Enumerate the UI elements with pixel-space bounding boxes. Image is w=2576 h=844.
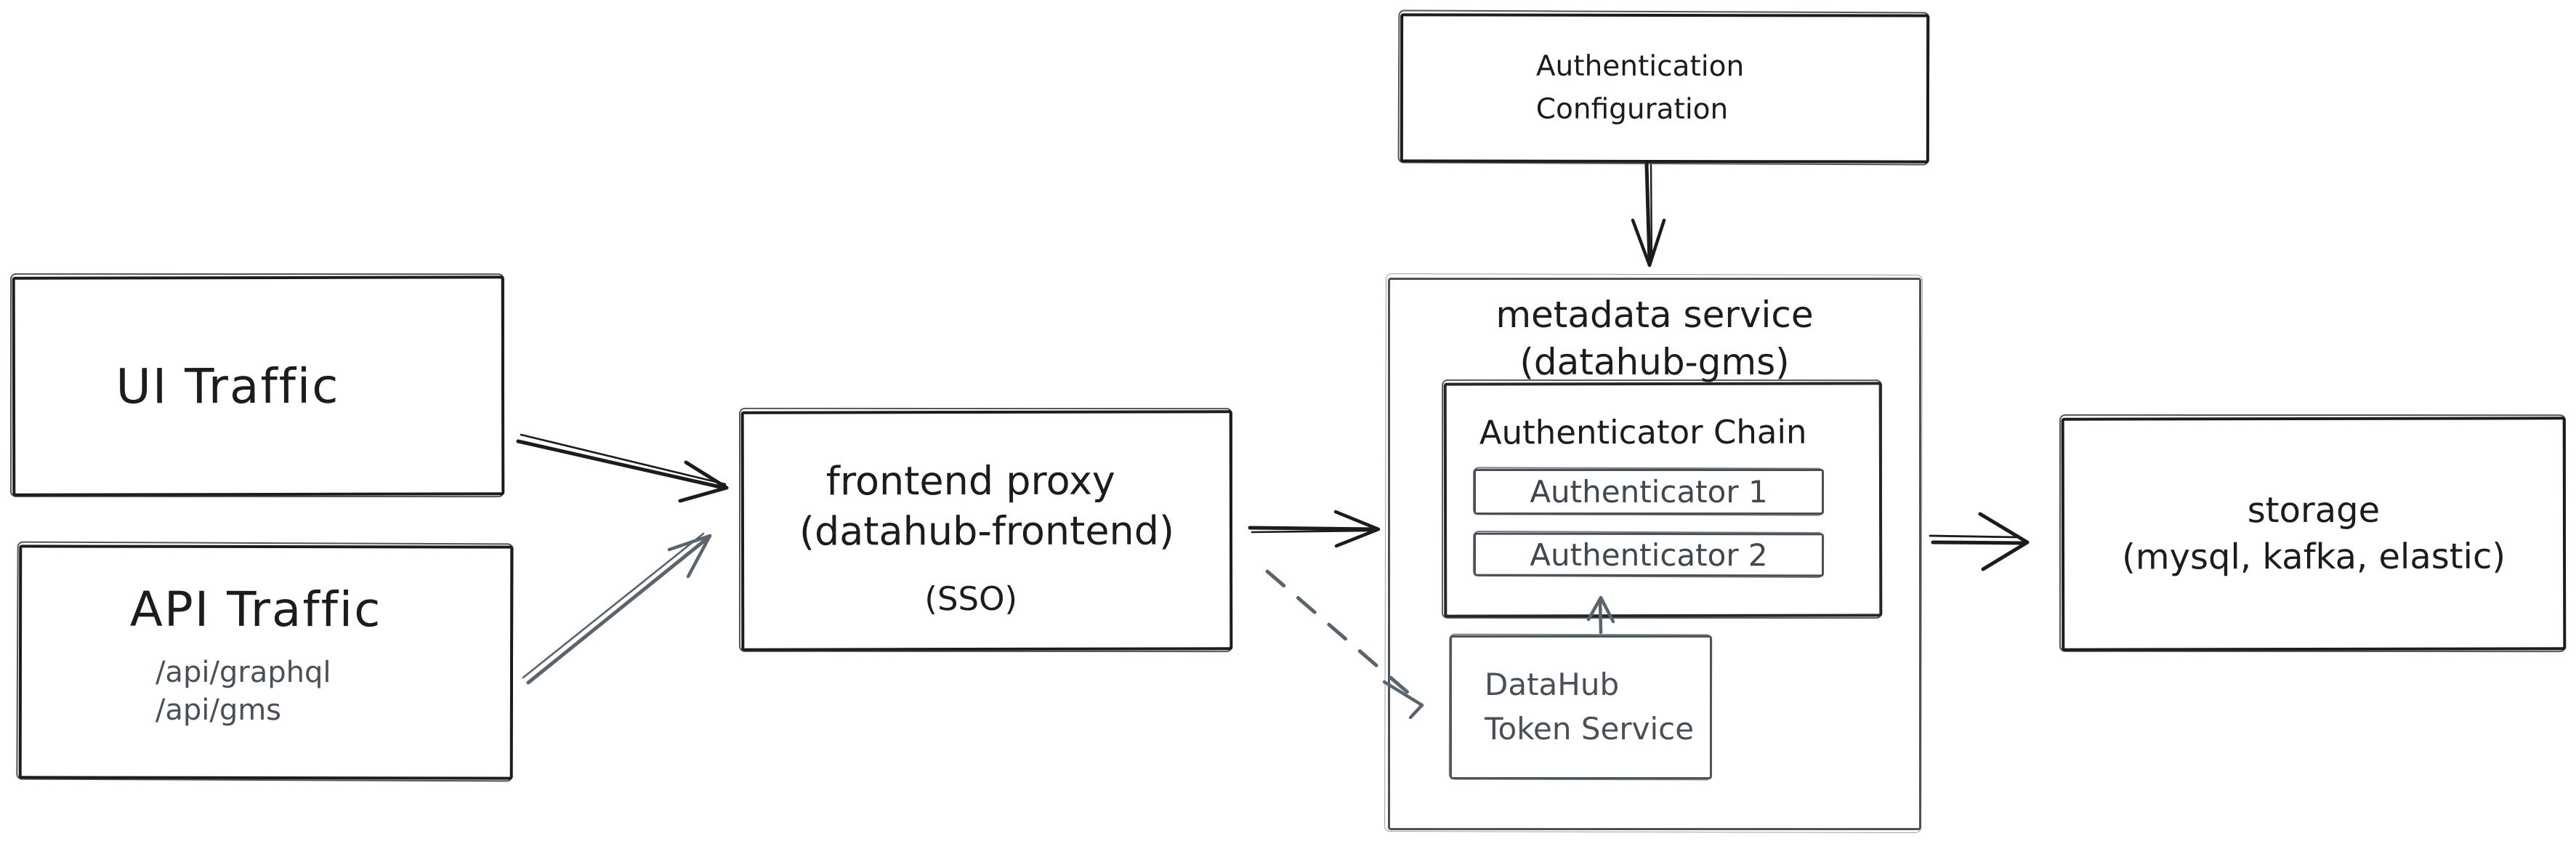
auth-configuration-line1: Authentication [1535,49,1745,84]
authenticator-1-label: Authenticator 1 [1530,474,1768,510]
storage-name: storage [2247,489,2381,531]
node-auth-configuration: Authentication Configuration [1400,13,1930,164]
arrow-auth-configuration-to-metadata-service [1631,162,1666,268]
metadata-service-title: metadata service (datahub-gms) [1390,292,1919,386]
authenticator-chain-label: Authenticator Chain [1479,412,1807,452]
frontend-proxy-sso-note: (SSO) [924,579,1018,619]
api-endpoints: /api/graphql /api/gms [156,654,510,730]
arrow-api-traffic-to-frontend-proxy [522,532,712,685]
metadata-service-name: metadata service [1495,294,1814,336]
node-ui-traffic: UI Traffic [12,276,505,497]
auth-configuration-label: Authentication Configuration [1536,46,1745,131]
frontend-proxy-name: frontend proxy [825,457,1115,505]
node-authenticator-2: Authenticator 2 [1473,532,1825,577]
ui-traffic-label: UI Traffic [116,358,340,414]
api-traffic-label: API Traffic [129,581,382,638]
arrow-ui-traffic-to-frontend-proxy [516,433,729,503]
node-authenticator-1: Authenticator 1 [1474,469,1824,515]
token-service-line1: DataHub [1485,667,1620,703]
frontend-proxy-subtitle: (datahub-frontend) [799,507,1175,555]
node-storage: storage (mysql, kafka, elastic) [2061,417,2567,651]
node-datahub-token-service: DataHub Token Service [1450,635,1712,779]
api-endpoint-gms: /api/gms [155,693,282,728]
authenticator-2-label: Authenticator 2 [1530,536,1768,573]
node-frontend-proxy: frontend proxy (datahub-frontend) (SSO) [740,410,1233,651]
metadata-service-subtitle: (datahub-gms) [1519,341,1790,383]
auth-configuration-line2: Configuration [1535,92,1729,126]
arrow-metadata-service-to-storage [1929,512,2030,571]
node-api-traffic: API Traffic /api/graphql /api/gms [18,544,514,780]
api-endpoint-graphql: /api/graphql [155,655,331,690]
token-service-label: DataHub Token Service [1485,663,1694,752]
storage-subtitle: (mysql, kafka, elastic) [2122,535,2506,578]
token-service-line2: Token Service [1485,711,1695,747]
arrow-frontend-proxy-to-metadata-service [1248,510,1381,548]
